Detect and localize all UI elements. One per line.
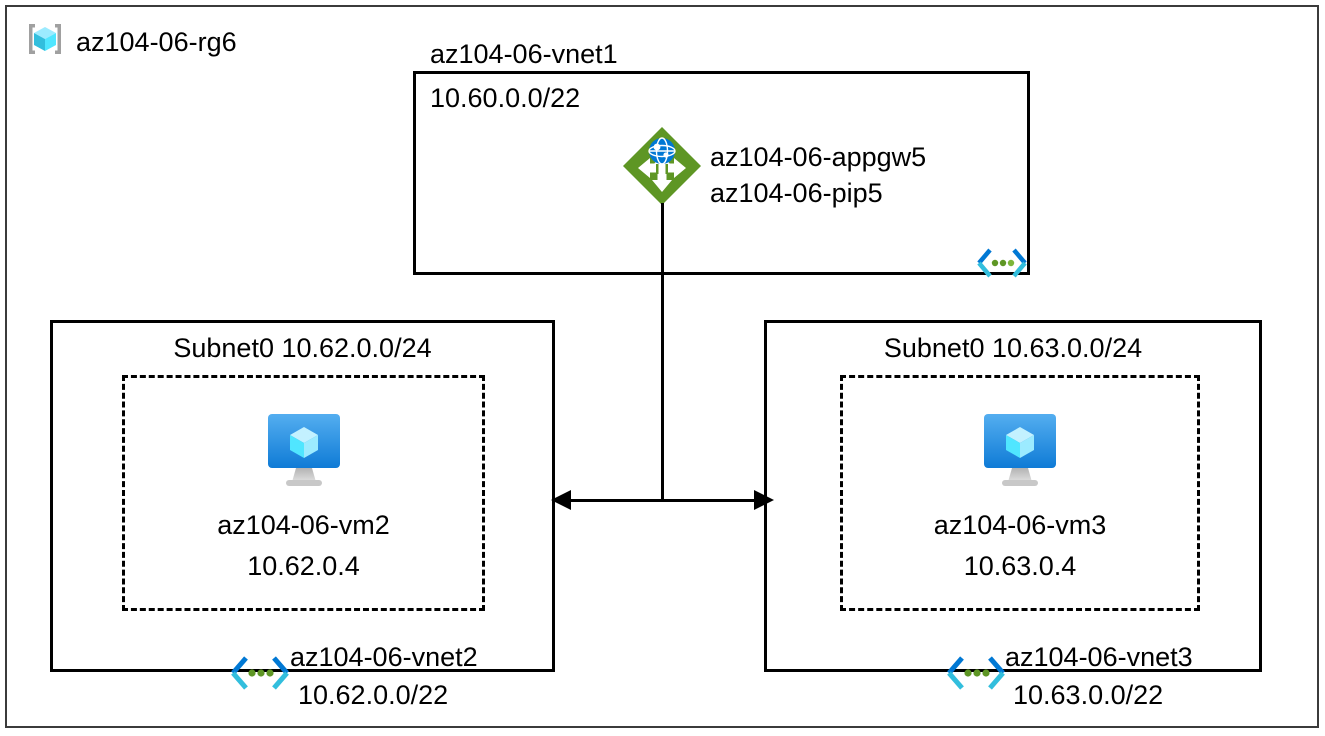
virtual-network-icon[interactable] xyxy=(944,655,1008,696)
gateway-vertical-line xyxy=(661,203,664,501)
vnet2-address-space: 10.62.0.0/22 xyxy=(298,680,449,710)
vnet1-title: az104-06-vnet1 xyxy=(430,39,618,69)
vnet2-box xyxy=(50,320,555,672)
peering-arrow-head-left xyxy=(551,490,571,510)
resource-group-header: az104-06-rg6 xyxy=(24,18,237,65)
virtual-machine-icon[interactable] xyxy=(258,412,350,495)
vnet1-address-space: 10.60.0.0/22 xyxy=(430,83,581,113)
resource-group-icon xyxy=(24,18,66,65)
application-gateway-icon[interactable] xyxy=(620,124,704,213)
vnet2-name: az104-06-vnet2 xyxy=(290,642,478,672)
vnet3-name: az104-06-vnet3 xyxy=(1005,642,1193,672)
appgw-public-ip-name: az104-06-pip5 xyxy=(710,178,883,208)
resource-group-name: az104-06-rg6 xyxy=(76,26,237,57)
appgw-name: az104-06-appgw5 xyxy=(710,142,927,172)
virtual-network-icon[interactable] xyxy=(975,248,1029,283)
vnet2-subnet-label: Subnet0 10.62.0.0/24 xyxy=(173,333,432,363)
vnet3-vm-ip: 10.63.0.4 xyxy=(963,551,1077,581)
vnet1-box xyxy=(413,71,1030,275)
vnet2-subnet-dashed-box xyxy=(122,375,485,611)
vnet3-address-space: 10.63.0.0/22 xyxy=(1013,680,1164,710)
peering-arrow-line xyxy=(563,499,760,502)
vnet3-subnet-dashed-box xyxy=(840,375,1200,611)
virtual-network-icon[interactable] xyxy=(228,655,292,696)
virtual-machine-icon[interactable] xyxy=(974,412,1066,495)
resource-group-frame xyxy=(5,5,1319,728)
vnet2-vm-name: az104-06-vm2 xyxy=(217,510,390,540)
vnet2-vm-ip: 10.62.0.4 xyxy=(247,551,360,581)
vnet3-subnet-label: Subnet0 10.63.0.0/24 xyxy=(883,333,1143,363)
vnet3-box xyxy=(764,320,1262,672)
vnet3-vm-name: az104-06-vm3 xyxy=(933,510,1107,540)
